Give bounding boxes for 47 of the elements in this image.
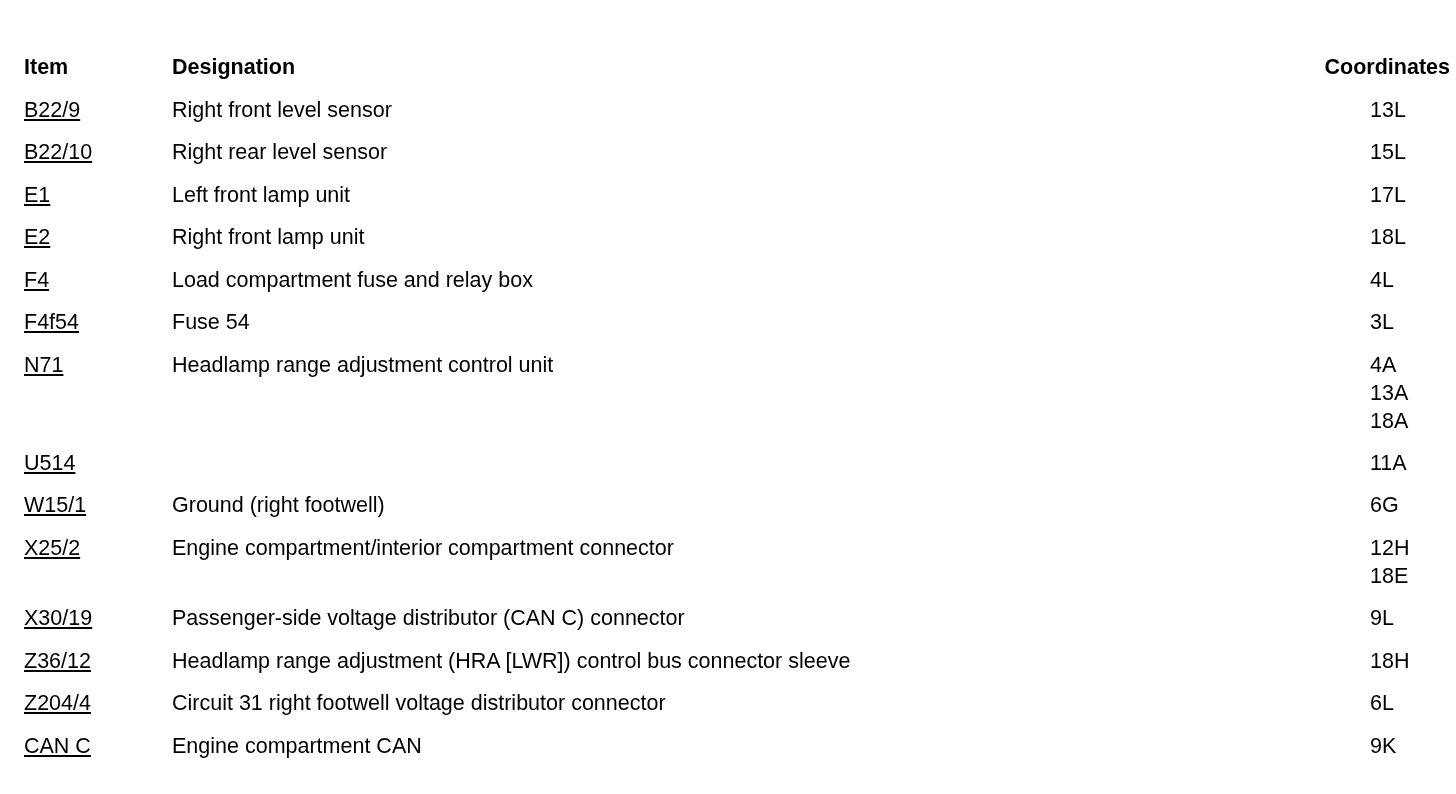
coordinate-text: 4A — [1370, 352, 1397, 379]
item-link: B22/9 — [24, 97, 81, 124]
item-link: B22/10 — [24, 139, 93, 166]
coordinate-text: 9L — [1370, 605, 1394, 632]
coordinate-text: 11A — [1370, 450, 1407, 477]
designation-text: Fuse 54 — [172, 309, 250, 336]
coordinate-text: 3L — [1370, 309, 1394, 336]
designation-text: Circuit 31 right footwell voltage distributor connector — [172, 690, 666, 717]
coordinate-text: 9K — [1370, 733, 1397, 760]
column-header: Designation — [172, 54, 296, 81]
designation-text: Headlamp range adjustment control unit — [172, 352, 554, 379]
coordinate-text: 15L — [1370, 139, 1406, 166]
designation-text: Engine compartment/interior compartment connector — [172, 535, 674, 562]
coordinate-text: 18L — [1370, 224, 1406, 251]
designation-text: Engine compartment CAN — [172, 733, 422, 760]
designation-text: Load compartment fuse and relay box — [172, 267, 533, 294]
item-link: N71 — [24, 352, 64, 379]
item-link: Z204/4 — [24, 690, 91, 717]
coordinate-text: 12H — [1370, 535, 1410, 562]
designation-text: Left front lamp unit — [172, 182, 351, 209]
designation-text: Headlamp range adjustment (HRA [LWR]) control bus connector sleeve — [172, 648, 851, 675]
designation-text: Ground (right footwell) — [172, 492, 385, 519]
item-link: F4 — [24, 267, 50, 294]
item-link: E1 — [24, 182, 51, 209]
coordinate-text: 17L — [1370, 182, 1406, 209]
column-header: Coordinates — [1324, 54, 1450, 81]
coordinate-text: 18E — [1370, 563, 1409, 590]
designation-text: Right rear level sensor — [172, 139, 388, 166]
column-header: Item — [24, 54, 69, 81]
coordinate-text: 6L — [1370, 690, 1394, 717]
designation-text: Right front lamp unit — [172, 224, 365, 251]
coordinate-text: 13A — [1370, 380, 1409, 407]
coordinate-text: 6G — [1370, 492, 1399, 519]
item-link: Z36/12 — [24, 648, 91, 675]
item-link: F4f54 — [24, 309, 79, 336]
item-link: E2 — [24, 224, 51, 251]
designation-text: Passenger-side voltage distributor (CAN C) connector — [172, 605, 685, 632]
item-link: U514 — [24, 450, 76, 477]
coordinate-text: 13L — [1370, 97, 1406, 124]
item-link: W15/1 — [24, 492, 87, 519]
designation-text: Right front level sensor — [172, 97, 392, 124]
coordinate-text: 18H — [1370, 648, 1410, 675]
coordinate-text: 18A — [1370, 408, 1409, 435]
item-link: CAN C — [24, 733, 91, 760]
item-link: X25/2 — [24, 535, 81, 562]
coordinate-text: 4L — [1370, 267, 1394, 294]
item-link: X30/19 — [24, 605, 93, 632]
